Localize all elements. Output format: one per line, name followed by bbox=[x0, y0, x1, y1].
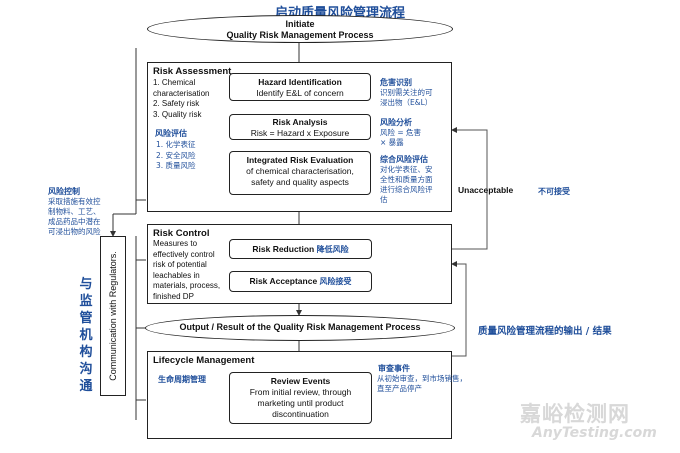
risk-control-cn-title: 风险控制 bbox=[48, 187, 80, 196]
text-line: leachables in bbox=[153, 270, 200, 280]
risk-reduction-label: Risk Reduction bbox=[252, 244, 315, 254]
review-cn-title: 审查事件 bbox=[378, 364, 410, 373]
evaluation-cn-text: 对化学表征、安 全性和质量方面 进行综合风险评 估 bbox=[380, 165, 433, 205]
risk-acceptance-label: Risk Acceptance bbox=[249, 276, 318, 286]
risk-analysis-box: Risk Analysis Risk = Hazard x Exposure bbox=[229, 114, 371, 140]
communication-cn-label: 与 监 管 机 构 沟 通 bbox=[78, 276, 94, 395]
unacceptable-label: Unacceptable bbox=[458, 185, 514, 195]
text-line: risk of potential bbox=[153, 260, 207, 269]
risk-reduction-cn-label: 降低风险 bbox=[316, 245, 349, 254]
output-oval: Output / Result of the Quality Risk Mana… bbox=[145, 315, 455, 341]
list-item: 1. Chemical bbox=[153, 78, 196, 87]
risk-control-panel: Risk Control Measures to effectively con… bbox=[147, 224, 452, 304]
list-item: 3. Quality risk bbox=[153, 109, 202, 119]
text-line: 成品药品中潜在 bbox=[48, 217, 101, 226]
initiate-line1: Initiate bbox=[285, 19, 315, 29]
list-item: characterisation bbox=[153, 88, 210, 98]
initiate-oval: Initiate Quality Risk Management Process bbox=[147, 15, 453, 43]
text-line: 对化学表征、安 bbox=[380, 165, 433, 174]
risk-control-text: Measures to effectively control risk of … bbox=[153, 239, 220, 302]
review-text-line: discontinuation bbox=[272, 409, 329, 419]
text-line: materials, process, bbox=[153, 281, 221, 290]
text-line: 风险 = 危害 bbox=[380, 128, 422, 137]
list-item: 2. 安全风险 bbox=[156, 150, 196, 160]
risk-assessment-cn-title: 风险评估 bbox=[155, 129, 187, 138]
output-cn-label: 质量风险管理流程的输出 / 结果 bbox=[478, 326, 612, 337]
review-cn-text: 从初始审查，到市场销售， 直至产品停产 bbox=[377, 374, 467, 394]
integrated-evaluation-box: Integrated Risk Evaluation of chemical c… bbox=[229, 151, 371, 195]
evaluation-title: Integrated Risk Evaluation bbox=[246, 155, 354, 165]
text-line: 进行综合风险评 bbox=[380, 185, 433, 194]
unacceptable-cn-label: 不可接受 bbox=[538, 187, 570, 196]
text-line: 制物料、工艺、 bbox=[48, 207, 101, 216]
review-text-line: From initial review, through bbox=[249, 387, 352, 397]
hazard-title: Hazard Identification bbox=[258, 77, 342, 87]
review-title: Review Events bbox=[270, 376, 331, 386]
risk-control-title: Risk Control bbox=[153, 228, 210, 239]
text-line: 可浸出物的风险 bbox=[48, 227, 101, 236]
text-line: Measures to bbox=[153, 239, 198, 248]
text-line: 从初始审查，到市场销售， bbox=[377, 374, 467, 383]
text-line: 浸出物（E&L） bbox=[380, 98, 433, 107]
review-text-line: marketing until product bbox=[257, 398, 344, 408]
text-line: 估 bbox=[380, 195, 388, 204]
text-line: 识别需关注的可 bbox=[380, 88, 433, 97]
watermark-en: AnyTesting.com bbox=[532, 425, 657, 441]
risk-acceptance-cn-label: 风险接受 bbox=[319, 277, 352, 286]
watermark-cn: 嘉峪检测网 bbox=[520, 402, 630, 426]
risk-acceptance-box: Risk Acceptance 风险接受 bbox=[229, 271, 372, 292]
text-line: effectively control bbox=[153, 249, 215, 259]
initiate-line2: Quality Risk Management Process bbox=[226, 30, 374, 40]
list-item: 3. 质量风险 bbox=[156, 161, 196, 170]
char: 监 bbox=[79, 294, 93, 309]
text-line: finished DP bbox=[153, 291, 194, 301]
hazard-cn-title: 危害识别 bbox=[380, 78, 412, 87]
arrow-lifecycle-feedback bbox=[451, 261, 467, 357]
risk-assessment-title: Risk Assessment bbox=[153, 66, 232, 77]
text-line: 采取措施有效控 bbox=[48, 197, 101, 206]
risk-assessment-cn-list: 1. 化学表征 2. 安全风险 3. 质量风险 bbox=[156, 140, 196, 172]
text-line: 直至产品停产 bbox=[377, 384, 422, 393]
char: 机 bbox=[79, 328, 93, 343]
hazard-text: Identify E&L of concern bbox=[256, 88, 344, 98]
analysis-text: Risk = Hazard x Exposure bbox=[250, 128, 350, 138]
evaluation-text-line: of chemical characterisation, bbox=[246, 166, 354, 176]
analysis-title: Risk Analysis bbox=[272, 117, 328, 127]
char: 管 bbox=[79, 311, 93, 326]
evaluation-text-line: safety and quality aspects bbox=[251, 177, 349, 187]
list-item: 2. Safety risk bbox=[153, 99, 200, 108]
text-line: 全性和质量方面 bbox=[380, 175, 433, 184]
evaluation-cn-title: 综合风险评估 bbox=[380, 155, 428, 164]
analysis-cn-title: 风险分析 bbox=[380, 118, 412, 127]
char: 与 bbox=[79, 277, 93, 292]
risk-control-cn-text: 采取措施有效控 制物料、工艺、 成品药品中潜在 可浸出物的风险 bbox=[48, 197, 101, 237]
review-events-box: Review Events From initial review, throu… bbox=[229, 372, 372, 424]
list-item: 1. 化学表征 bbox=[156, 140, 196, 149]
hazard-cn-text: 识别需关注的可 浸出物（E&L） bbox=[380, 88, 433, 108]
communication-box: Communication with Regulators. bbox=[100, 236, 126, 396]
lifecycle-title: Lifecycle Management bbox=[153, 355, 255, 366]
lifecycle-cn-title: 生命周期管理 bbox=[158, 375, 206, 384]
text-line: × 暴露 bbox=[380, 138, 404, 147]
analysis-cn-text: 风险 = 危害 × 暴露 bbox=[380, 128, 421, 148]
char: 构 bbox=[79, 345, 93, 360]
communication-label: Communication with Regulators. bbox=[108, 251, 118, 381]
risk-assessment-list: 1. Chemical characterisation 2. Safety r… bbox=[153, 78, 209, 120]
risk-reduction-box: Risk Reduction 降低风险 bbox=[229, 239, 372, 259]
char: 沟 bbox=[79, 362, 93, 377]
hazard-identification-box: Hazard Identification Identify E&L of co… bbox=[229, 73, 371, 101]
char: 通 bbox=[79, 379, 93, 394]
